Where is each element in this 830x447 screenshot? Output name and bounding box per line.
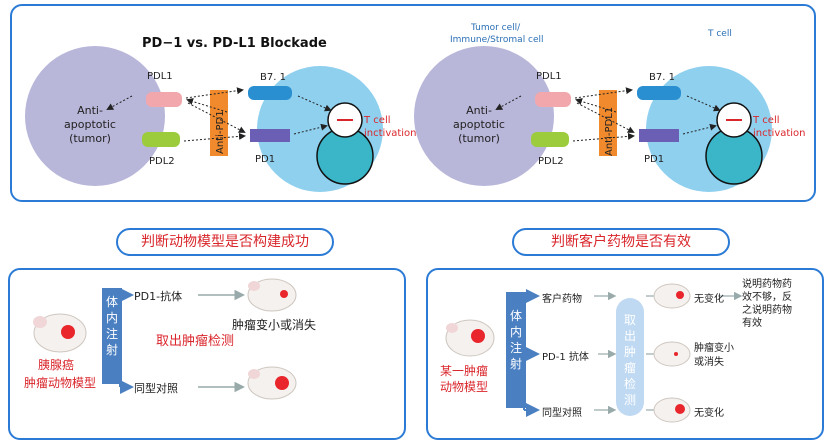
svg-text:PDL1: PDL1 xyxy=(147,71,173,82)
result-no-change: 无变化 xyxy=(694,408,724,419)
svg-text:T cell: T cell xyxy=(752,115,780,126)
b71-receptor xyxy=(637,86,681,100)
svg-text:B7. 1: B7. 1 xyxy=(260,72,286,83)
svg-text:apoptotic: apoptotic xyxy=(453,118,505,131)
pdl1-receptor xyxy=(146,92,182,107)
mouse-image xyxy=(247,366,297,400)
mouse-image xyxy=(653,397,691,423)
model-label-line2: 肿瘤动物模型 xyxy=(24,376,97,390)
pdl1-receptor xyxy=(535,92,571,107)
svg-text:PD1: PD1 xyxy=(644,154,664,165)
branch-isotype-control: 同型对照 xyxy=(134,382,178,395)
result-shrink: 肿瘤变小或消失 xyxy=(232,318,317,332)
svg-text:inctivation: inctivation xyxy=(364,128,417,139)
branch-client-drug: 客户药物 xyxy=(542,294,582,305)
svg-text:apoptotic: apoptotic xyxy=(64,118,116,131)
right-blockade-diagram: Tumor cell/ Immune/Stromal cell T cell A… xyxy=(414,23,806,192)
svg-text:(tumor): (tumor) xyxy=(458,132,500,145)
anti-pd1-drug xyxy=(210,90,228,156)
model-label-line2: 动物模型 xyxy=(440,380,489,394)
left-flow-panel: 胰腺癌 肿瘤动物模型 体 内 注 射 PD1-抗体 取出肿瘤检测 同型对照 肿瘤… xyxy=(8,268,406,440)
svg-text:PDL1: PDL1 xyxy=(536,71,562,82)
mouse-image xyxy=(445,319,495,357)
detect-bar: 取 出 肿 瘤 检 测 xyxy=(616,298,644,416)
tumor-cell xyxy=(25,46,165,186)
left-section-pill: 判断动物模型是否构建成功 xyxy=(116,228,334,256)
mouse-image xyxy=(247,278,297,312)
right-section-pill: 判断客户药物是否有效 xyxy=(512,228,730,256)
mouse-image xyxy=(653,283,691,309)
svg-text:PDL2: PDL2 xyxy=(538,156,564,167)
mechanism-panel: PD−1 vs. PD-L1 Blockade Anti- apoptotic … xyxy=(10,4,816,202)
conclusion-text: 说明药物药 效不够，反 之说明药物 有效 xyxy=(742,279,792,329)
branch-pd1-antibody: PD-1 抗体 xyxy=(542,352,589,363)
svg-text:Anti-: Anti- xyxy=(77,104,103,117)
svg-text:T cell: T cell xyxy=(707,29,732,39)
pd1-receptor xyxy=(250,129,290,142)
model-label-line1: 某一肿瘤 xyxy=(440,364,489,378)
pdl2-receptor xyxy=(531,132,569,147)
svg-text:PDL2: PDL2 xyxy=(149,156,175,167)
svg-text:Immune/Stromal cell: Immune/Stromal cell xyxy=(450,35,544,45)
tumor-cell xyxy=(414,46,554,186)
b71-receptor xyxy=(248,86,292,100)
mechanism-diagram: PD−1 vs. PD-L1 Blockade Anti- apoptotic … xyxy=(25,23,806,192)
mouse-image xyxy=(653,341,691,367)
svg-text:inctivation: inctivation xyxy=(753,128,806,139)
svg-text:Anti-PDL1: Anti-PDL1 xyxy=(604,107,615,156)
svg-text:B7. 1: B7. 1 xyxy=(649,72,675,83)
right-flow-panel: 某一肿瘤 动物模型 体 内 注 射 客户药物 PD-1 抗体 同型对照 取 出 … xyxy=(426,268,824,440)
svg-text:Anti-: Anti- xyxy=(466,104,492,117)
svg-text:(tumor): (tumor) xyxy=(69,132,111,145)
injection-bar: 体 内 注 射 xyxy=(506,292,526,408)
detect-label: 取出肿瘤检测 xyxy=(156,334,235,349)
svg-text:Tumor cell/: Tumor cell/ xyxy=(470,23,521,33)
model-label-line1: 胰腺癌 xyxy=(38,358,75,372)
left-title: PD−1 vs. PD-L1 Blockade xyxy=(142,36,327,51)
result-no-change: 无变化 xyxy=(694,294,724,305)
branch-pd1-antibody: PD1-抗体 xyxy=(134,290,183,303)
anti-pdl1-drug xyxy=(599,90,617,156)
injection-bar: 体 内 注 射 xyxy=(102,288,122,384)
svg-text:PD1: PD1 xyxy=(255,154,275,165)
left-blockade-diagram: PD−1 vs. PD-L1 Blockade Anti- apoptotic … xyxy=(25,36,417,192)
branch-isotype-control: 同型对照 xyxy=(542,408,582,419)
pd1-receptor xyxy=(639,129,679,142)
result-shrink: 肿瘤变小 或消失 xyxy=(694,343,734,368)
svg-text:T cell: T cell xyxy=(363,115,391,126)
pdl2-receptor xyxy=(142,132,180,147)
mouse-image xyxy=(33,313,87,353)
svg-text:Anti-PD1: Anti-PD1 xyxy=(215,110,226,154)
